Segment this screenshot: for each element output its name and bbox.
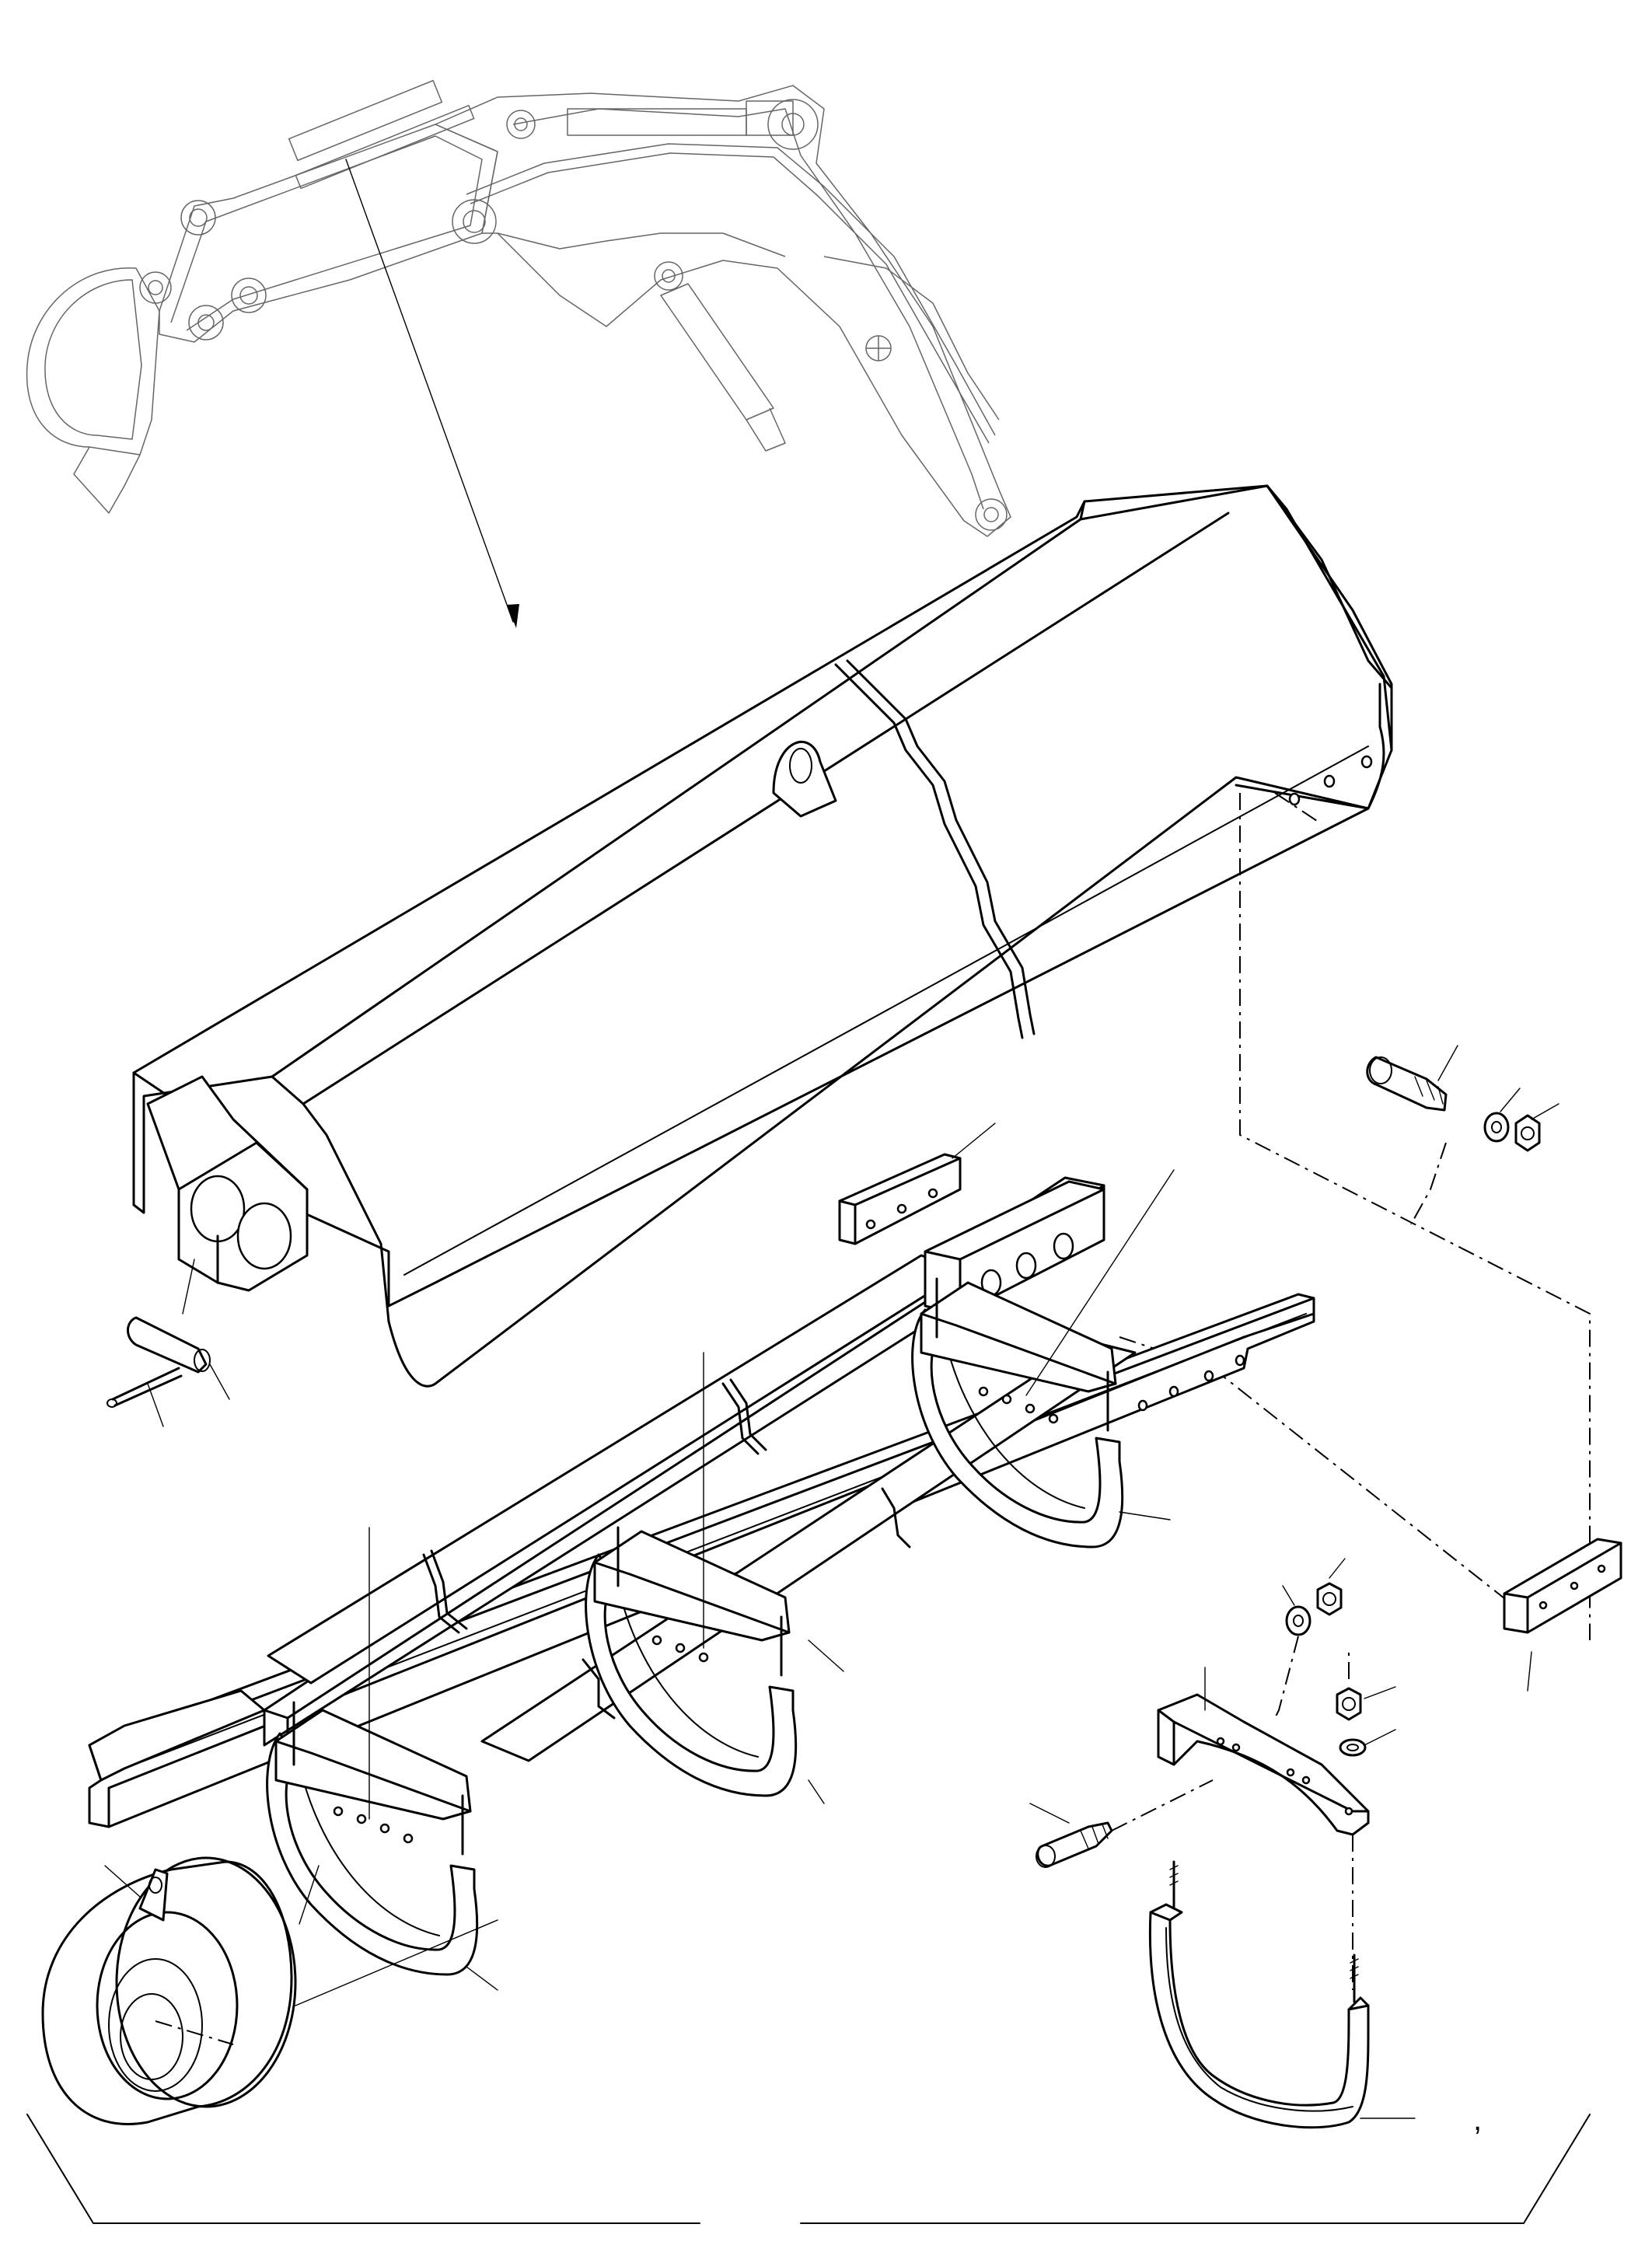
assembly-dash-lines <box>1119 792 1591 1640</box>
clamp-bracket-assembly <box>1029 1558 1416 2129</box>
hose-cover-housing <box>132 484 1393 1388</box>
hose-reel <box>41 1856 498 2125</box>
pin-and-cotter <box>107 1259 230 1427</box>
spacer-bar-upper <box>838 1123 996 1245</box>
bolt-washer-nut-set-1 <box>1366 1045 1559 1152</box>
spacer-bar-right <box>1503 1538 1622 1692</box>
group-bracket-lines <box>26 2114 1591 2224</box>
annotation-mark: , <box>1473 2103 1482 2137</box>
pipe-clamp-2 <box>585 1352 825 1804</box>
excavator-arm-overview <box>26 79 1011 537</box>
pipe-clamp-1 <box>911 1169 1175 1548</box>
pipe-clamp-3 <box>266 1527 844 1991</box>
callout-arm-to-cover <box>345 159 519 628</box>
